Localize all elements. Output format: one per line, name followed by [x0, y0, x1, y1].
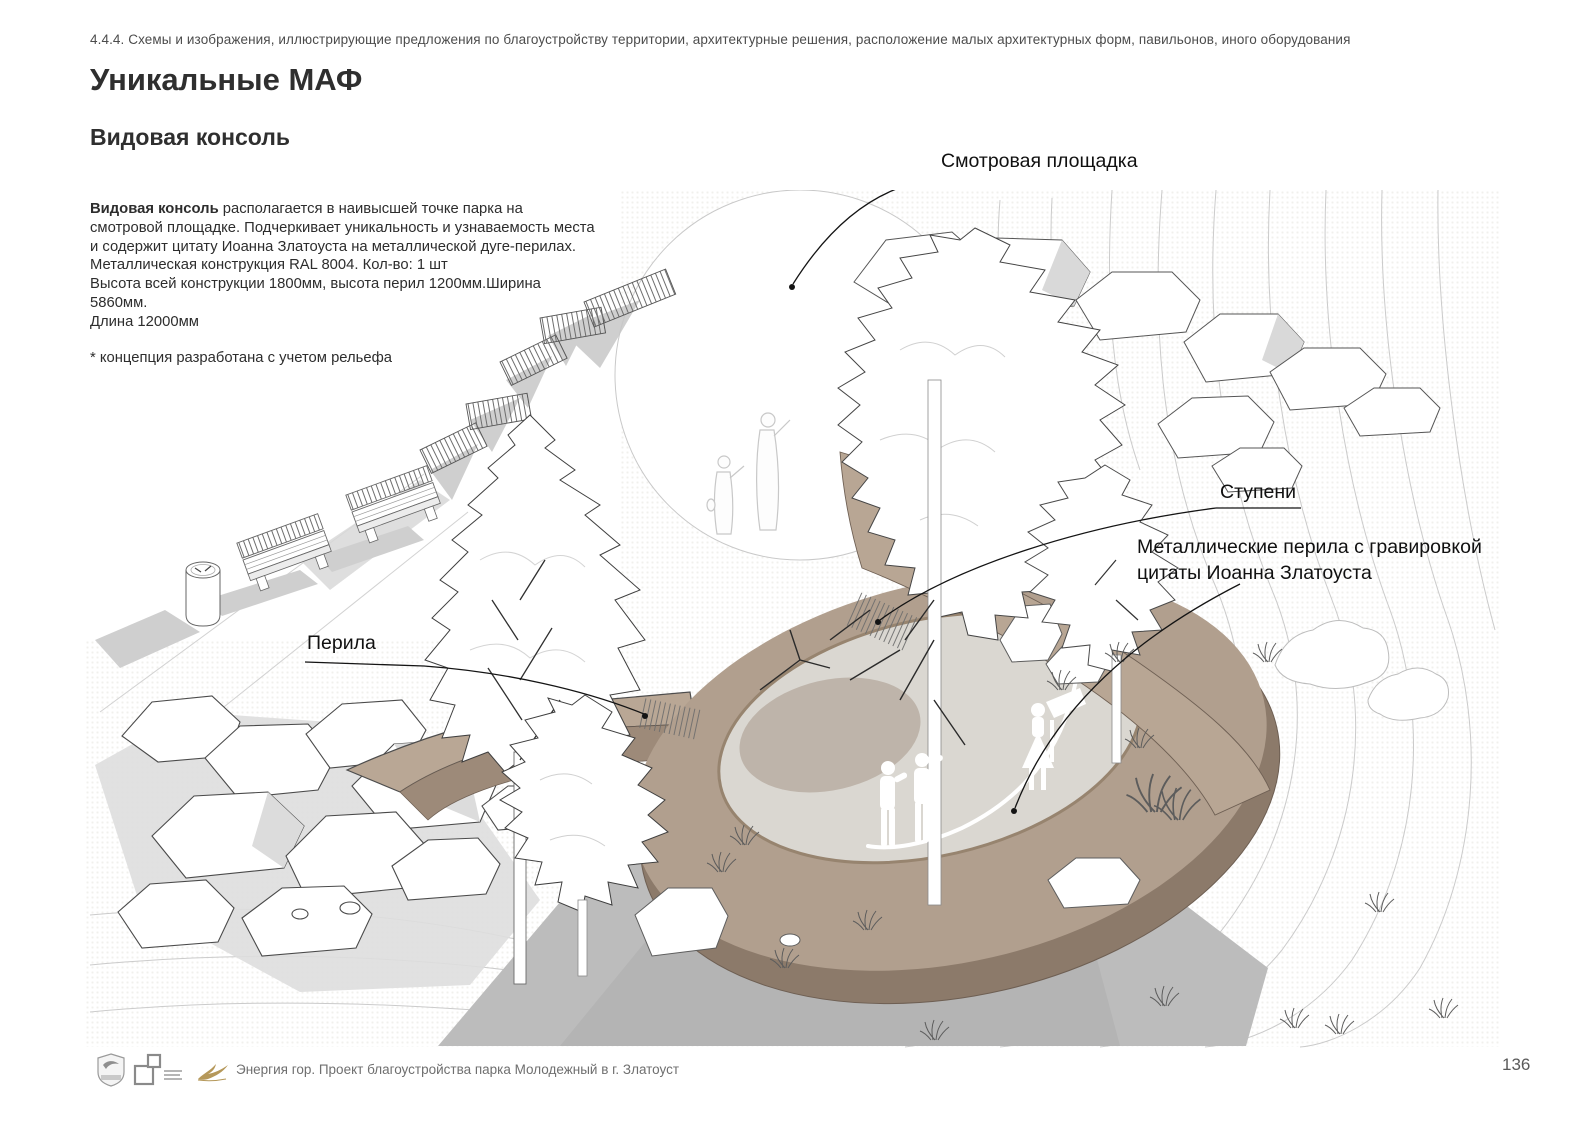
faint-bushes	[1274, 620, 1449, 721]
label-steps: Ступени	[1220, 481, 1297, 503]
console-railing	[866, 666, 1080, 850]
viewing-scope	[1046, 688, 1086, 718]
console-steps-lower	[637, 698, 701, 740]
project-footer-label: Энергия гор. Проект благоустройства парк…	[236, 1062, 680, 1077]
pine-tree	[424, 414, 646, 985]
scope-post	[1050, 720, 1054, 762]
annotation-leaders	[304, 190, 1301, 814]
gold-bird-logo	[196, 1058, 230, 1084]
label-railing: Перила	[307, 632, 376, 654]
label-engraved-railing: Металлические перила с гравировкой цитат…	[1137, 536, 1482, 584]
section-caption: 4.4.4. Схемы и изображения, иллюстрирующ…	[90, 32, 1351, 47]
spec-line: Металлическая конструкция RAL 8004. Кол-…	[90, 257, 448, 274]
right-sketch-tree	[1024, 464, 1179, 764]
view-console-illustration	[89, 190, 1496, 1048]
description-block: Видовая консоль располагается в наивысше…	[90, 200, 598, 367]
bench	[236, 465, 441, 592]
console-inner-shade	[739, 677, 921, 793]
page-number: 136	[1502, 1055, 1531, 1074]
description-footnote: * концепция разработана с учетом рельефа	[90, 349, 393, 366]
people-silhouettes	[880, 688, 1086, 846]
trash-bin	[185, 561, 221, 627]
sketched-visitors	[706, 412, 791, 535]
description-paragraph: Видовая консоль располагается в наивысше…	[90, 201, 595, 255]
small-leafy-tree	[498, 694, 669, 977]
console-steps-upper	[845, 592, 921, 652]
page-title: Уникальные МАФ	[90, 62, 363, 97]
page-subtitle: Видовая консоль	[90, 124, 291, 150]
spec-line: Длина 12000мм	[90, 313, 199, 330]
program-squares-logo	[133, 1053, 185, 1087]
label-viewpoint: Смотровая площадка	[941, 150, 1138, 172]
spec-line: Высота всей конструкции 1800мм, высота п…	[90, 276, 541, 311]
description-lead: Видовая консоль	[90, 201, 219, 217]
furniture-shadows	[95, 526, 424, 668]
city-crest-logo	[95, 1052, 127, 1088]
terrain-stairs	[419, 268, 677, 474]
